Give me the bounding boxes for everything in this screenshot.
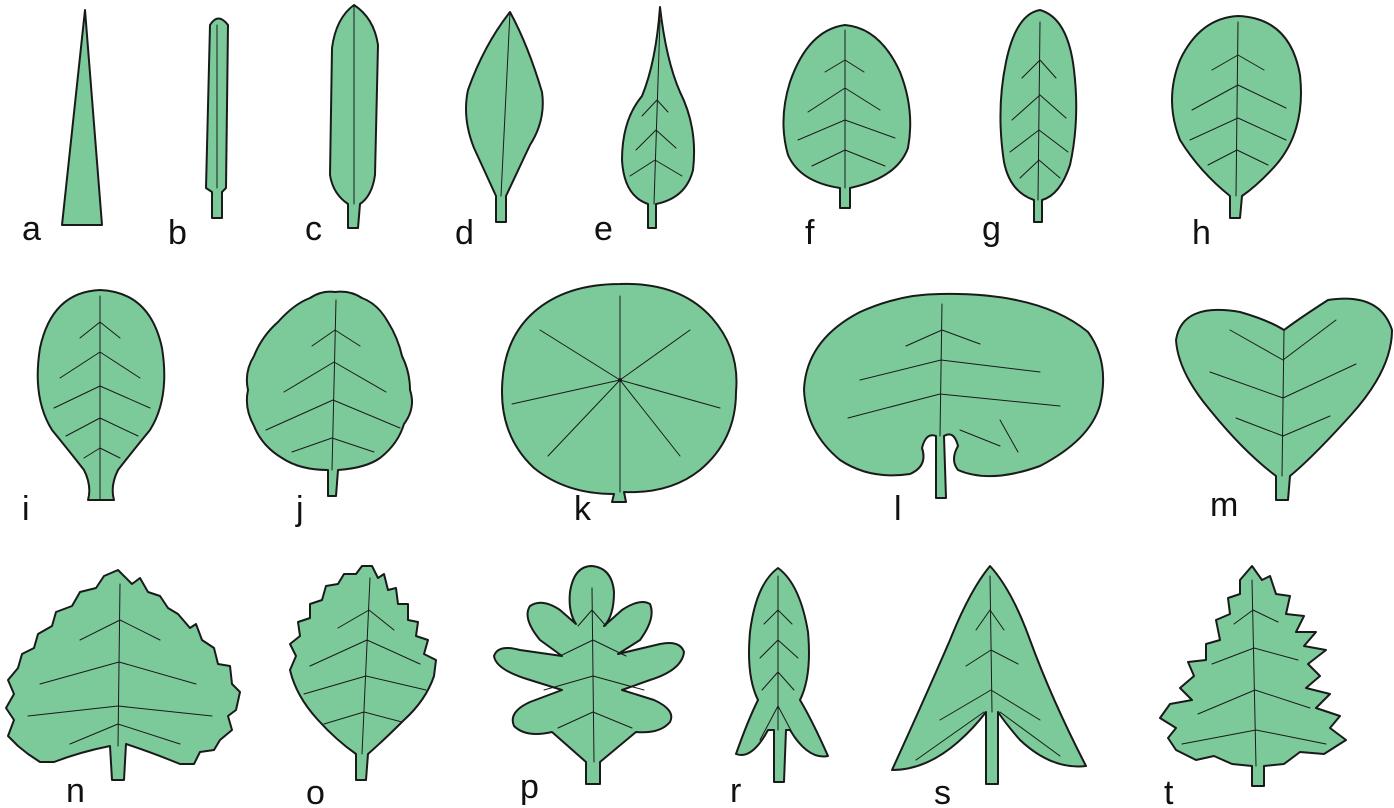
leaf-j-deltoid: j xyxy=(247,292,412,528)
leaf-n-cordate: n xyxy=(6,570,240,808)
leaf-p-pinnatifid: p xyxy=(494,566,684,806)
leaf-label-m: m xyxy=(1210,486,1238,524)
leaf-f-ovate: f xyxy=(783,25,910,252)
leaf-label-r: r xyxy=(730,772,741,808)
leaf-label-o: o xyxy=(306,774,325,808)
leaf-c-oblong: c xyxy=(305,5,378,248)
leaf-label-n: n xyxy=(66,772,85,808)
leaf-e-oblanceolate: e xyxy=(594,7,694,248)
leaf-label-h: h xyxy=(1192,214,1211,252)
leaf-r-hastate: r xyxy=(730,568,828,808)
leaf-g-elliptic: g xyxy=(982,10,1076,248)
leaf-o-serrate: o xyxy=(290,566,436,808)
leaf-m-obcordate: m xyxy=(1176,299,1392,524)
leaf-s-sagittate: s xyxy=(892,566,1086,808)
leaf-a-acicular: a xyxy=(22,10,102,248)
leaf-label-g: g xyxy=(982,210,1001,248)
leaf-label-d: d xyxy=(455,214,474,252)
leaf-h-obovate: h xyxy=(1172,16,1301,252)
leaf-label-f: f xyxy=(805,214,815,252)
leaf-label-a: a xyxy=(22,210,41,248)
leaf-label-b: b xyxy=(168,214,187,252)
leaf-label-i: i xyxy=(22,490,30,528)
leaf-label-e: e xyxy=(594,210,613,248)
leaf-l-reniform: l xyxy=(804,294,1103,528)
leaf-d-lanceolate: d xyxy=(455,12,543,252)
leaf-i-spatulate: i xyxy=(22,290,164,528)
leaf-label-k: k xyxy=(574,490,592,528)
leaf-label-p: p xyxy=(520,768,539,806)
leaf-label-s: s xyxy=(934,774,951,808)
leaf-label-j: j xyxy=(295,490,304,528)
leaf-k-orbicular: k xyxy=(502,284,737,528)
leaf-b-linear: b xyxy=(168,19,228,253)
leaf-label-c: c xyxy=(305,210,322,248)
leaf-label-l: l xyxy=(894,490,902,528)
leaf-t-lobed: t xyxy=(1160,566,1346,808)
leaf-label-t: t xyxy=(1164,774,1174,808)
